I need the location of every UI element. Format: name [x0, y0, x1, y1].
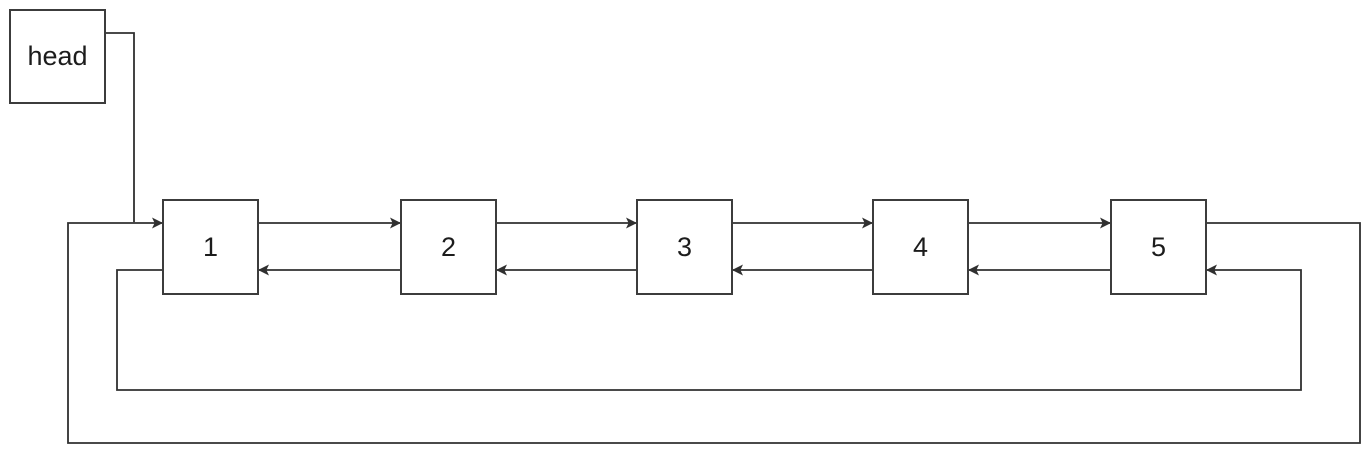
node-label-1: 1 [203, 232, 218, 262]
edge-prev-wrap-1-5 [116, 264, 1302, 391]
head-label: head [27, 41, 87, 71]
node-box-5 [1110, 199, 1207, 295]
list-node-1: 1 [162, 199, 259, 295]
node-label-4: 4 [913, 232, 928, 262]
node-label-2: 2 [441, 232, 456, 262]
node-box-3 [636, 199, 733, 295]
node-box-2 [400, 199, 497, 295]
edge-head-pointer [105, 32, 135, 223]
list-node-3: 3 [636, 199, 733, 295]
node-label-5: 5 [1151, 232, 1166, 262]
head-node: head [9, 9, 106, 104]
list-node-2: 2 [400, 199, 497, 295]
node-box-4 [872, 199, 969, 295]
node-label-3: 3 [677, 232, 692, 262]
edge-next-wrap-5-1 [67, 217, 1361, 444]
head-box [9, 9, 106, 104]
list-node-4: 4 [872, 199, 969, 295]
list-node-5: 5 [1110, 199, 1207, 295]
node-box-1 [162, 199, 259, 295]
